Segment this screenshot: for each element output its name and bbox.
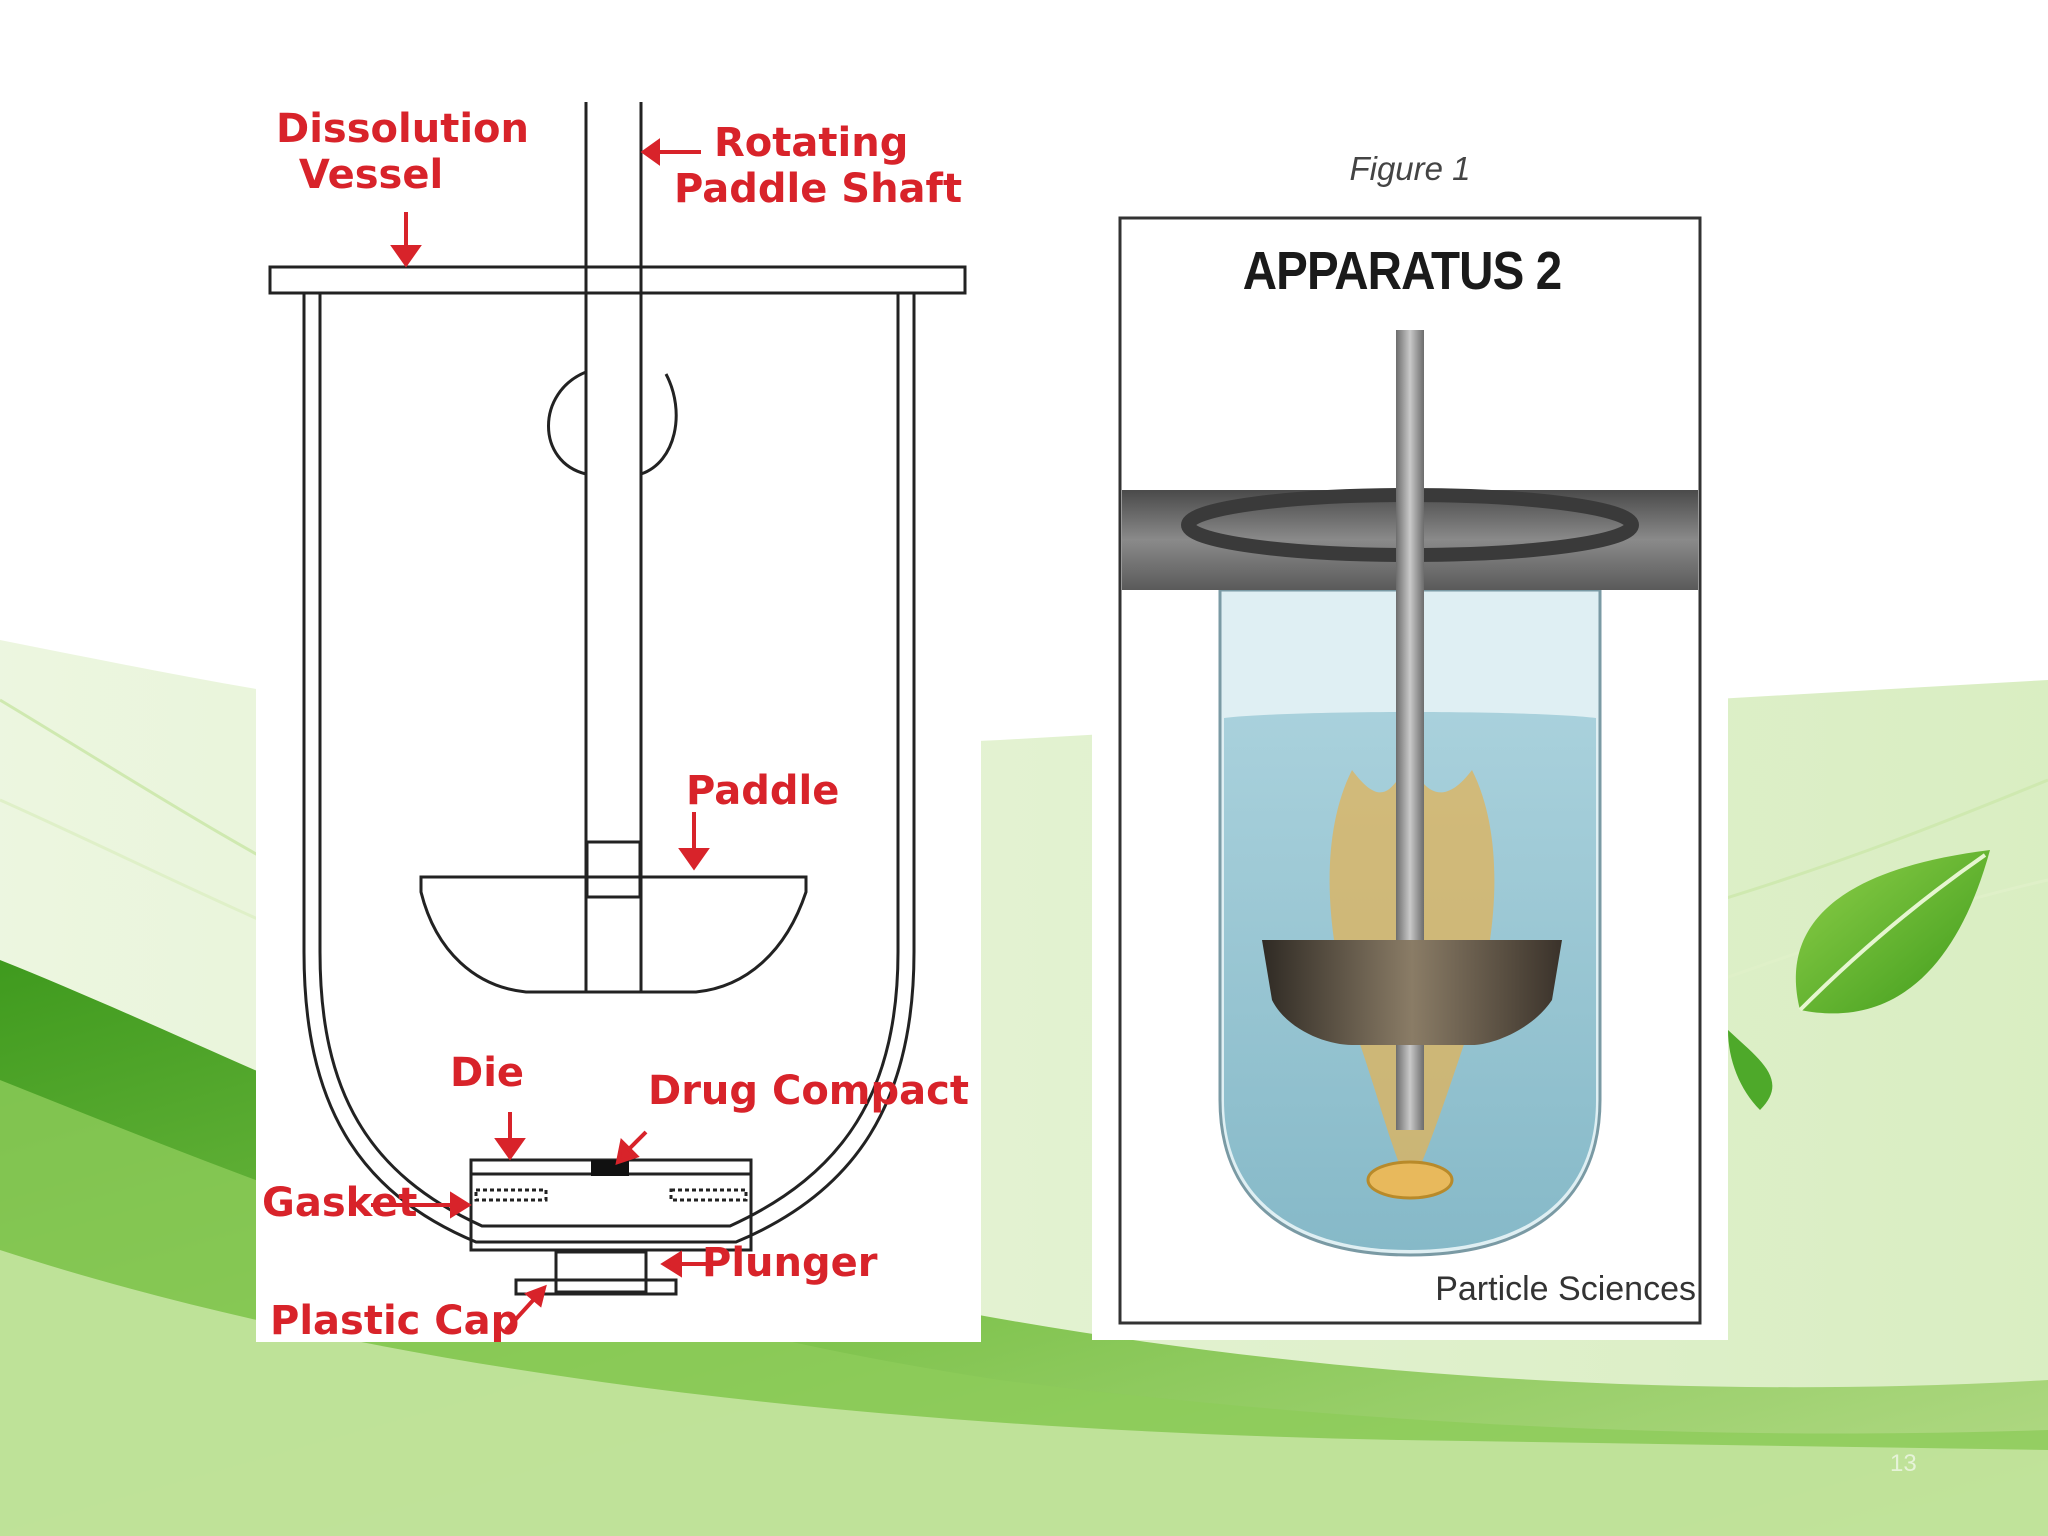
drug-compact-mark — [591, 1160, 629, 1176]
plunger — [554, 1250, 648, 1294]
label-plastic-cap: Plastic Cap — [270, 1298, 520, 1342]
gasket-left — [474, 1188, 548, 1202]
label-dissolution-vessel-line1: Dissolution — [276, 106, 529, 152]
label-rotating-paddle-shaft: Rotating Paddle Shaft — [656, 120, 963, 212]
vessel-rim — [268, 265, 967, 295]
vessel-wall-inner — [318, 293, 900, 1228]
label-gasket: Gasket — [262, 1180, 418, 1226]
label-die: Die — [450, 1050, 525, 1096]
label-dissolution-vessel: Dissolution Vessel — [276, 106, 529, 198]
tablet — [1366, 1160, 1454, 1200]
slide-page-number: 13 — [1890, 1450, 1917, 1477]
image-credit: Particle Sciences — [1435, 1270, 1696, 1308]
vessel-wall-outer — [302, 293, 916, 1244]
dissolution-apparatus-diagram: Dissolution Vessel Rotating Paddle Shaft… — [256, 102, 981, 1342]
paddle-blade-3d — [1262, 940, 1562, 1045]
label-dissolution-vessel-line2: Vessel — [298, 152, 444, 198]
gasket-right — [669, 1188, 748, 1202]
rotation-arrow — [547, 370, 678, 476]
label-rotating-line2: Paddle Shaft — [674, 166, 963, 212]
apparatus-title: APPARATUS 2 — [1242, 241, 1562, 301]
figure-caption: Figure 1 — [1349, 150, 1471, 187]
apparatus-line-drawing — [268, 102, 967, 1332]
paddle-blade — [419, 875, 808, 994]
label-drug-compact: Drug Compact — [648, 1068, 969, 1114]
apparatus-2-figure: Figure 1 APPARATUS 2 — [1092, 150, 1728, 1340]
leaf-decoration — [1728, 850, 1990, 1110]
label-rotating-line1: Rotating — [714, 120, 909, 166]
apparatus-2-illustration — [1118, 216, 1702, 1325]
label-plunger: Plunger — [702, 1240, 878, 1286]
label-paddle: Paddle — [686, 768, 840, 814]
plastic-cap — [514, 1278, 678, 1296]
paddle-hub — [585, 840, 642, 899]
